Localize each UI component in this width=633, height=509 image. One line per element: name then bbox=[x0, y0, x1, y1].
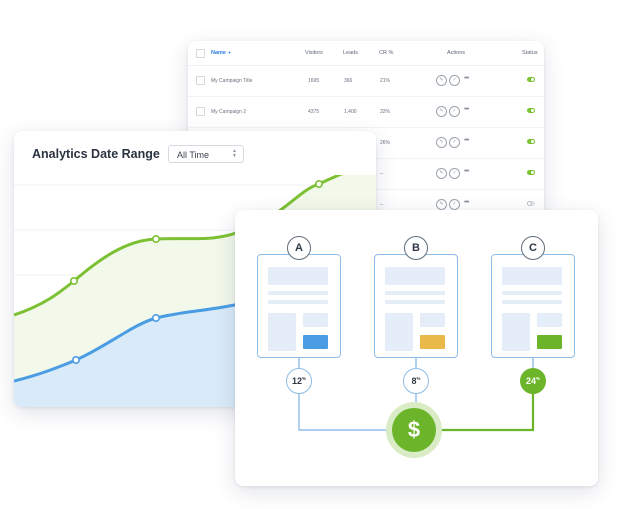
status-toggle[interactable] bbox=[527, 108, 535, 113]
check-icon[interactable]: ✓ bbox=[449, 137, 460, 148]
text-line bbox=[268, 300, 328, 304]
green-point[interactable] bbox=[152, 234, 161, 243]
check-icon[interactable]: ✓ bbox=[449, 106, 460, 117]
rate-unit: % bbox=[416, 376, 421, 381]
rate-value: 12 bbox=[291, 376, 302, 386]
edit-icon[interactable]: ✎ bbox=[436, 137, 447, 148]
column-leads-header[interactable]: Leads bbox=[343, 50, 358, 56]
text-line bbox=[268, 291, 328, 295]
variant-b-conversion-rate: 8% bbox=[403, 368, 429, 394]
page-header-block bbox=[268, 267, 328, 285]
toggle-knob bbox=[530, 77, 535, 82]
more-icon[interactable]: ••• bbox=[464, 168, 469, 175]
status-toggle[interactable] bbox=[527, 170, 535, 175]
variant-a-conversion-rate: 12% bbox=[286, 368, 312, 394]
variant-c-page[interactable] bbox=[491, 254, 575, 358]
check-icon[interactable]: ✓ bbox=[449, 168, 460, 179]
content-block bbox=[537, 313, 562, 327]
cta-button bbox=[303, 335, 328, 349]
flow-connectors bbox=[298, 358, 535, 432]
green-point[interactable] bbox=[69, 277, 78, 286]
variant-c-conversion-rate: 24% bbox=[520, 368, 546, 394]
edit-icon[interactable]: ✎ bbox=[436, 106, 447, 117]
text-line bbox=[385, 300, 445, 304]
cta-button bbox=[420, 335, 445, 349]
column-cr-header[interactable]: CR % bbox=[379, 50, 394, 56]
green-point[interactable] bbox=[314, 180, 323, 189]
campaign-name[interactable]: My Campaign 2 bbox=[211, 109, 247, 115]
page-header-block bbox=[502, 267, 562, 285]
edit-icon[interactable]: ✎ bbox=[436, 75, 447, 86]
table-row[interactable]: My Campaign Title 1695 366 21% ✎✓ ••• bbox=[188, 65, 544, 97]
select-all-checkbox[interactable] bbox=[196, 49, 205, 58]
ab-test-card: A 12% B 8% C 24% $ bbox=[235, 210, 598, 486]
image-block bbox=[385, 313, 413, 351]
content-block bbox=[303, 313, 328, 327]
rate-unit: % bbox=[302, 376, 307, 381]
leads-value: 366 bbox=[344, 78, 353, 84]
variant-a-page[interactable] bbox=[257, 254, 341, 358]
image-block bbox=[268, 313, 296, 351]
column-actions-header: Actions bbox=[447, 50, 466, 56]
more-icon[interactable]: ••• bbox=[464, 75, 469, 82]
more-icon[interactable]: ••• bbox=[464, 137, 469, 144]
rate-value: 8 bbox=[411, 376, 417, 386]
table-header: Name ▼ Visitors Leads CR % Actions Statu… bbox=[188, 41, 544, 66]
status-toggle[interactable] bbox=[527, 139, 535, 144]
edit-icon[interactable]: ✎ bbox=[436, 168, 447, 179]
toggle-knob bbox=[530, 108, 535, 113]
connector-a-path bbox=[298, 394, 392, 431]
cr-value: 21% bbox=[380, 78, 391, 84]
page-header-block bbox=[385, 267, 445, 285]
cr-value: -- bbox=[380, 171, 384, 177]
visitors-value: 4375 bbox=[308, 109, 320, 115]
variant-b-page[interactable] bbox=[374, 254, 458, 358]
select-chevrons-icon: ▲▼ bbox=[232, 148, 237, 159]
variant-b-label: B bbox=[404, 236, 428, 260]
column-visitors-header[interactable]: Visitors bbox=[305, 50, 323, 56]
chevron-down-icon: ▼ bbox=[227, 50, 232, 55]
more-icon[interactable]: ••• bbox=[464, 199, 469, 206]
leads-value: 1,400 bbox=[344, 109, 357, 115]
date-range-select[interactable]: All Time ▲▼ bbox=[168, 145, 244, 163]
cr-value: 32% bbox=[380, 109, 391, 115]
content-block bbox=[420, 313, 445, 327]
rate-unit: % bbox=[536, 376, 541, 381]
campaign-name[interactable]: My Campaign Title bbox=[211, 78, 253, 84]
row-checkbox[interactable] bbox=[196, 107, 205, 116]
more-icon[interactable]: ••• bbox=[464, 106, 469, 113]
status-toggle[interactable] bbox=[527, 77, 535, 82]
text-line bbox=[385, 291, 445, 295]
variant-c-label: C bbox=[521, 236, 545, 260]
edit-icon[interactable]: ✎ bbox=[436, 199, 447, 210]
cr-value: -- bbox=[380, 202, 384, 208]
dollar-icon: $ bbox=[392, 408, 436, 452]
check-icon[interactable]: ✓ bbox=[449, 75, 460, 86]
toggle-knob bbox=[530, 139, 535, 144]
image-block bbox=[502, 313, 530, 351]
analytics-title: Analytics Date Range bbox=[32, 147, 160, 161]
row-checkbox[interactable] bbox=[196, 76, 205, 85]
visitors-value: 1695 bbox=[308, 78, 320, 84]
variant-a-label: A bbox=[287, 236, 311, 260]
column-status-header[interactable]: Status bbox=[522, 50, 538, 56]
table-row[interactable]: My Campaign 2 4375 1,400 32% ✎✓ ••• bbox=[188, 96, 544, 128]
cr-value: 26% bbox=[380, 140, 391, 146]
text-line bbox=[502, 291, 562, 295]
blue-point[interactable] bbox=[152, 314, 161, 323]
toggle-knob bbox=[527, 201, 532, 206]
status-toggle[interactable] bbox=[527, 201, 535, 206]
cta-button bbox=[537, 335, 562, 349]
text-line bbox=[502, 300, 562, 304]
check-icon[interactable]: ✓ bbox=[449, 199, 460, 210]
toggle-knob bbox=[530, 170, 535, 175]
date-range-value: All Time bbox=[177, 150, 210, 160]
connector-c-path bbox=[436, 394, 535, 432]
blue-point[interactable] bbox=[71, 356, 80, 365]
column-name-header[interactable]: Name ▼ bbox=[211, 50, 232, 56]
rate-value: 24 bbox=[525, 376, 536, 386]
